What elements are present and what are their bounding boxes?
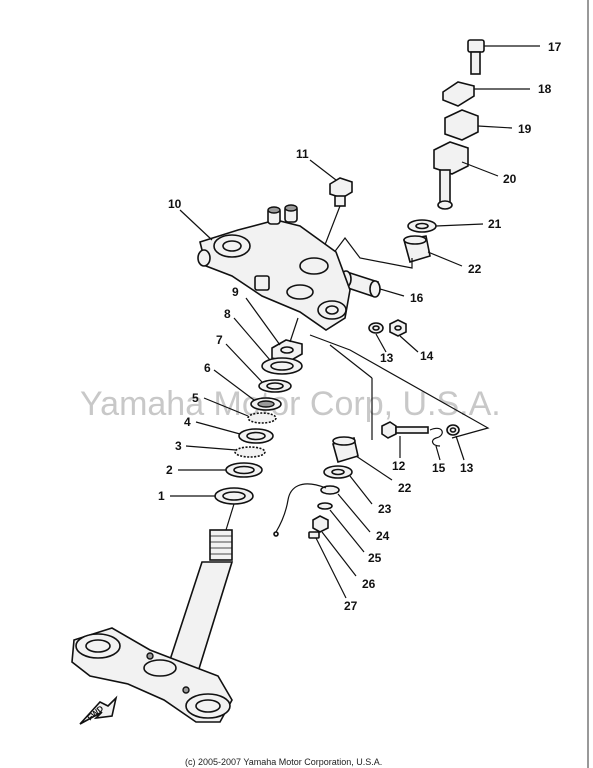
part-11-stem-bolt: [309, 159, 353, 207]
callout-23: 23: [378, 502, 392, 516]
part-19-upper-holder: [444, 109, 513, 141]
callout-5: 5: [192, 391, 199, 405]
callout-22-lower: 22: [398, 481, 412, 495]
part-17-bolt: [467, 39, 540, 75]
part-13-washer-lower: [446, 424, 465, 461]
part-7-cover: [225, 343, 292, 393]
callout-15: 15: [432, 461, 446, 475]
callout-3: 3: [175, 439, 182, 453]
callout-19: 19: [518, 122, 532, 136]
part-8-seal: [233, 317, 303, 375]
callout-2: 2: [166, 463, 173, 477]
callout-20: 20: [503, 172, 517, 186]
part-5-ball-race: [203, 397, 277, 424]
callout-22-upper: 22: [468, 262, 482, 276]
part-1-dust-seal: [170, 487, 254, 505]
callout-16: 16: [410, 291, 424, 305]
part-16-collar: [340, 270, 405, 298]
assembly-leader-22: [329, 344, 373, 379]
callout-9: 9: [232, 285, 239, 299]
leader-seal-stem: [225, 503, 235, 531]
part-20-lower-holder: [433, 141, 499, 210]
callout-11: 11: [296, 147, 309, 161]
part-4-race: [195, 421, 274, 444]
leader-crown-9: [289, 317, 299, 343]
callout-18: 18: [538, 82, 552, 96]
callout-26: 26: [362, 577, 376, 591]
assembly-leader-lower: [309, 334, 490, 439]
part-15-clip: [429, 427, 443, 461]
part-27-screw: [308, 531, 347, 599]
callout-24: 24: [376, 529, 390, 543]
watermark-text: Yamaha Motor Corp, U.S.A.: [80, 385, 501, 423]
callout-10: 10: [168, 197, 182, 211]
part-24-cable-guide: [273, 483, 371, 537]
part-10-upper-bracket: [179, 204, 351, 331]
part-12-bolt: [381, 421, 429, 458]
callout-7: 7: [216, 333, 223, 347]
callout-25: 25: [368, 551, 382, 565]
part-23-washer: [323, 465, 373, 505]
fwd-arrow-icon: FWD: [79, 695, 118, 725]
part-25-washer: [317, 502, 365, 553]
callout-13-lower: 13: [460, 461, 474, 475]
part-13-washer-upper: [368, 322, 387, 353]
callout-17: 17: [548, 40, 562, 54]
callout-1: 1: [158, 489, 165, 503]
part-2-lower-race: [178, 462, 263, 478]
callout-27: 27: [344, 599, 358, 613]
callout-4: 4: [184, 415, 191, 429]
copyright-footer: (c) 2005-2007 Yamaha Motor Corporation, …: [185, 757, 382, 767]
callout-6: 6: [204, 361, 211, 375]
part-3-balls: [185, 445, 266, 458]
part-6-race: [213, 369, 282, 411]
callout-13-upper: 13: [380, 351, 394, 365]
callout-8: 8: [224, 307, 231, 321]
part-9-ring-nut: [245, 297, 303, 363]
callout-21: 21: [488, 217, 502, 231]
callout-14: 14: [420, 349, 434, 363]
part-22-damper-lower: [332, 436, 393, 481]
part-18-holder-cap: [442, 81, 530, 107]
part-22-damper-upper: [402, 235, 463, 267]
part-26-nut: [312, 515, 357, 577]
callout-12: 12: [392, 459, 406, 473]
part-21-washer: [407, 219, 484, 233]
part-14-nut: [389, 319, 419, 353]
under-bracket-stem: [71, 529, 234, 723]
